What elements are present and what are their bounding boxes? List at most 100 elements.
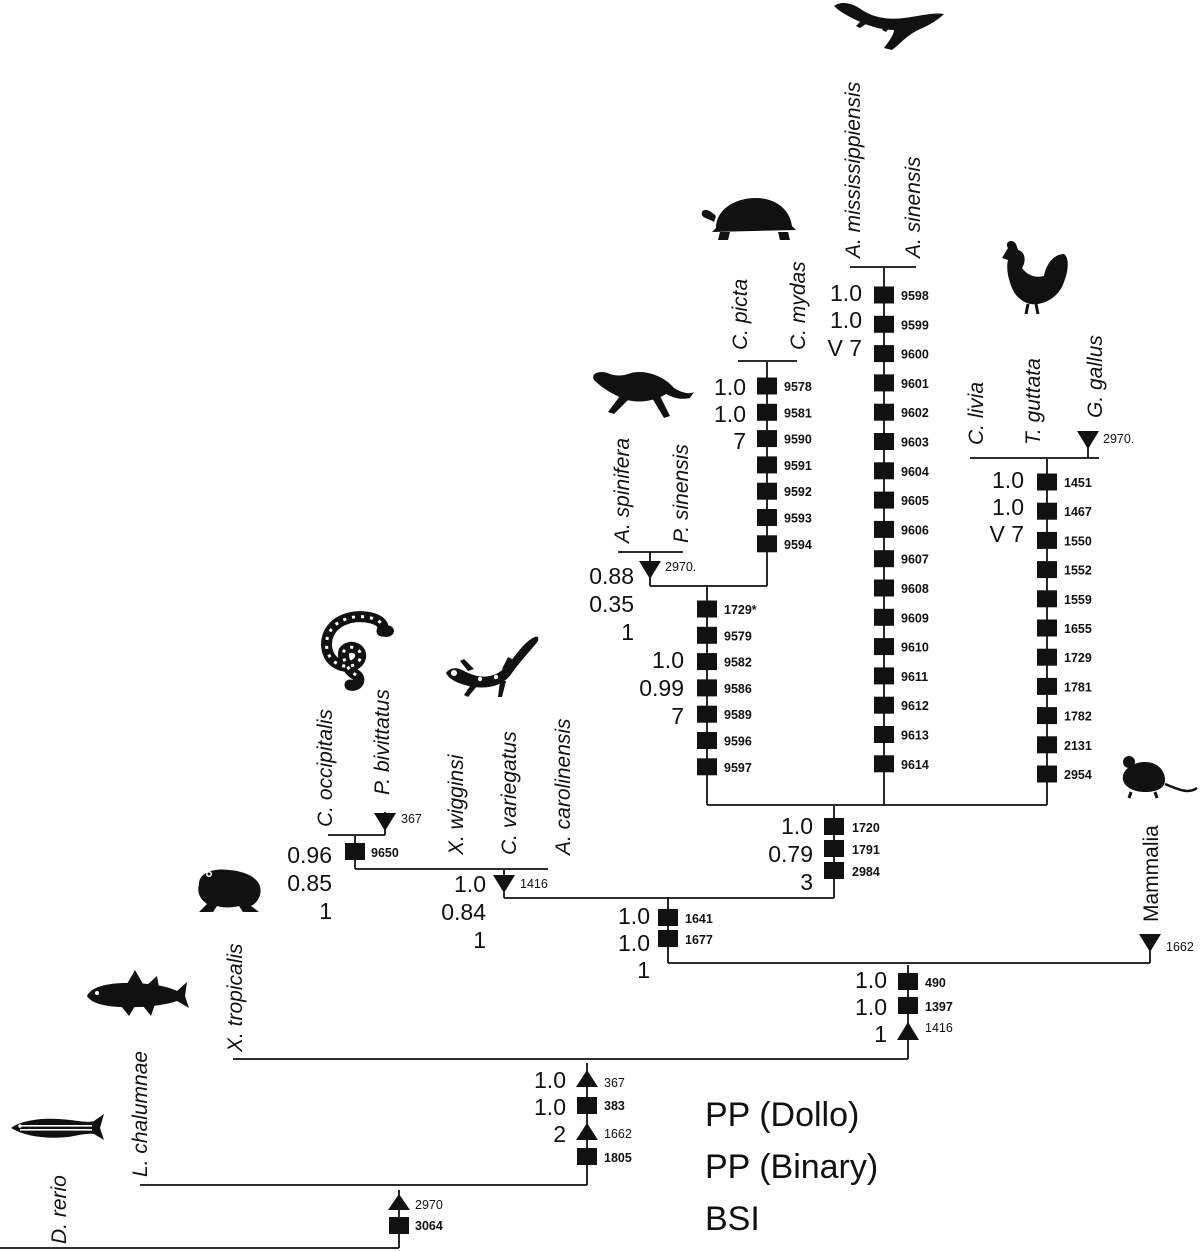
support-legend: PP (Dollo) PP (Binary) BSI bbox=[705, 1096, 878, 1238]
taxon-c-mydas: C. mydas bbox=[787, 261, 810, 350]
svg-text:0.84: 0.84 bbox=[441, 899, 486, 925]
character-label: 9586 bbox=[724, 682, 752, 696]
taxon-a-spinifera: A. spinifera bbox=[611, 438, 634, 545]
character-label: 1416 bbox=[925, 1021, 953, 1035]
character-label: 9597 bbox=[724, 761, 752, 775]
character-label: 1677 bbox=[685, 933, 713, 947]
taxon-mammalia: Mammalia bbox=[1140, 825, 1163, 922]
synapomorphy-box bbox=[874, 520, 894, 538]
character-label: 1550 bbox=[1064, 534, 1092, 548]
synapomorphy-box bbox=[874, 315, 894, 333]
character-label: 2954 bbox=[1064, 768, 1092, 782]
synapomorphy-box bbox=[697, 705, 717, 723]
synapomorphy-box bbox=[874, 433, 894, 450]
character-label: 9582 bbox=[724, 656, 752, 670]
character-label: 9594 bbox=[784, 538, 812, 552]
character-label: 9603 bbox=[901, 436, 929, 450]
svg-text:1: 1 bbox=[319, 898, 332, 924]
character-label: 367 bbox=[604, 1076, 625, 1090]
character-label: 1781 bbox=[1064, 680, 1092, 694]
character-label: 1729 bbox=[1064, 651, 1092, 665]
svg-text:1.0: 1.0 bbox=[652, 647, 684, 673]
character-label: 9589 bbox=[724, 708, 752, 722]
character-label: 9598 bbox=[901, 289, 929, 303]
synapomorphy-box bbox=[757, 403, 777, 421]
svg-text:1.0: 1.0 bbox=[534, 1067, 566, 1093]
character-label: 1720 bbox=[852, 821, 880, 835]
character-label: 1662 bbox=[604, 1127, 632, 1141]
character-label: 1451 bbox=[1064, 476, 1092, 490]
synapomorphy-box bbox=[874, 579, 894, 597]
zebrafish-icon bbox=[11, 1114, 104, 1140]
character-label: 1467 bbox=[1064, 505, 1092, 519]
svg-text:1: 1 bbox=[637, 957, 650, 983]
synapomorphy-box bbox=[757, 535, 777, 553]
character-label: 1805 bbox=[604, 1151, 632, 1165]
character-label: 1552 bbox=[1064, 564, 1092, 578]
svg-text:1.0: 1.0 bbox=[781, 813, 813, 839]
legend-pp-dollo: PP (Dollo) bbox=[705, 1096, 859, 1134]
synapomorphy-box bbox=[1037, 707, 1057, 725]
synapomorphy-box bbox=[874, 755, 894, 773]
character-label: 9606 bbox=[901, 523, 929, 537]
taxon-a-sinensis: A. sinensis bbox=[902, 156, 925, 260]
svg-text:2: 2 bbox=[553, 1121, 566, 1147]
taxon-c-picta: C. picta bbox=[729, 279, 752, 350]
svg-text:7: 7 bbox=[733, 428, 746, 454]
character-label: 9596 bbox=[724, 735, 752, 749]
taxon-g-gallus: G. gallus bbox=[1084, 335, 1107, 418]
synapomorphy-box bbox=[874, 345, 894, 363]
synapomorphy-box bbox=[697, 653, 717, 671]
svg-text:1.0: 1.0 bbox=[992, 494, 1024, 520]
character-label: 9611 bbox=[901, 670, 928, 684]
svg-text:1: 1 bbox=[473, 927, 486, 953]
synapomorphy-box bbox=[697, 600, 717, 618]
synapomorphy-box bbox=[874, 462, 894, 480]
taxon-labels: D. rerio L. chalumnae X. tropicalis C. o… bbox=[48, 81, 1163, 1244]
alligator-icon bbox=[834, 3, 944, 50]
synapomorphy-box bbox=[757, 377, 777, 395]
synapomorphy-box bbox=[874, 491, 894, 509]
character-label: 9612 bbox=[901, 699, 929, 713]
synapomorphy-box bbox=[1037, 677, 1057, 695]
character-label: 9592 bbox=[784, 485, 812, 499]
synapomorphy-box bbox=[1037, 531, 1057, 549]
svg-text:0.99: 0.99 bbox=[639, 675, 684, 701]
legend-bsi: BSI bbox=[705, 1200, 760, 1238]
svg-text:1.0: 1.0 bbox=[714, 374, 746, 400]
svg-text:1.0: 1.0 bbox=[454, 871, 486, 897]
synapomorphy-box bbox=[874, 374, 894, 392]
lizard-icon bbox=[446, 636, 539, 697]
synapomorphy-box bbox=[389, 1217, 409, 1234]
svg-text:7: 7 bbox=[671, 703, 684, 729]
synapomorphy-box bbox=[1037, 619, 1057, 637]
synapomorphy-box bbox=[697, 732, 717, 749]
character-label: 1729* bbox=[724, 603, 757, 617]
taxon-a-carolinensis: A. carolinensis bbox=[552, 718, 575, 857]
character-label: 9608 bbox=[901, 582, 929, 596]
character-label: 2970. bbox=[1103, 432, 1134, 446]
taxon-l-chalumnae: L. chalumnae bbox=[129, 1051, 152, 1177]
coelacanth-icon bbox=[87, 970, 189, 1016]
character-label: 1397 bbox=[925, 1000, 953, 1014]
synapomorphy-box bbox=[757, 430, 777, 448]
character-label: 3064 bbox=[415, 1219, 443, 1233]
character-label: 1655 bbox=[1064, 622, 1092, 636]
character-label: 2970. bbox=[665, 560, 696, 574]
synapomorphy-box bbox=[697, 679, 717, 697]
synapomorphy-box bbox=[757, 456, 777, 474]
character-label: 9590 bbox=[784, 433, 812, 447]
synapomorphy-box bbox=[697, 758, 717, 776]
synapomorphy-box bbox=[1037, 473, 1057, 491]
taxon-d-rerio: D. rerio bbox=[48, 1175, 71, 1244]
synapomorphy-box bbox=[874, 550, 894, 568]
crocodylia-characters: 9598959996009601960296039604960596069607… bbox=[874, 286, 929, 773]
synapomorphy-box bbox=[1037, 502, 1057, 520]
svg-text:1.0: 1.0 bbox=[855, 994, 887, 1020]
synapomorphy-box bbox=[1037, 736, 1057, 754]
character-label: 9650 bbox=[371, 846, 399, 860]
svg-text:0.35: 0.35 bbox=[589, 591, 634, 617]
character-label: 490 bbox=[925, 976, 946, 990]
character-label: 9614 bbox=[901, 758, 929, 772]
